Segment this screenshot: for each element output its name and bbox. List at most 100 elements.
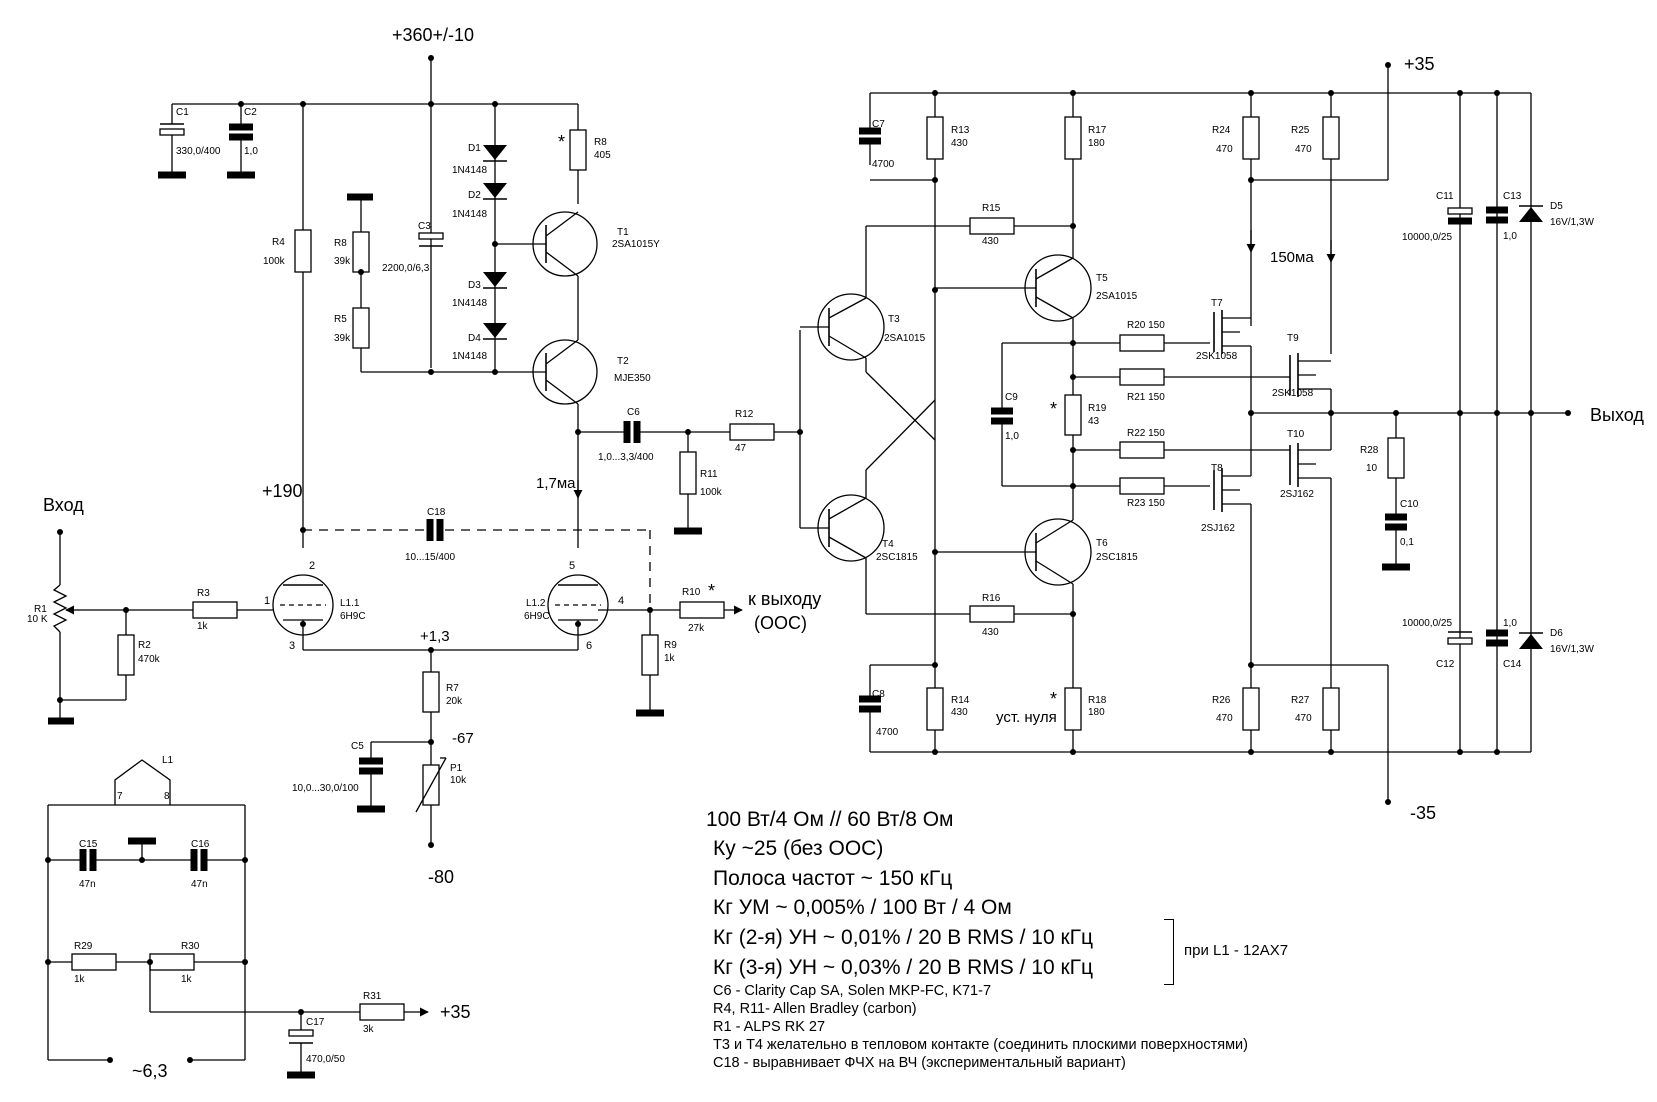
c9-label: C9 <box>1005 392 1018 403</box>
r3-label: R3 <box>197 588 210 599</box>
c16-label: C16 <box>191 839 210 850</box>
r27-label: R27 <box>1291 695 1310 706</box>
r24-value: 470 <box>1216 144 1233 155</box>
t10-label: T10 <box>1287 429 1305 440</box>
c10-value: 0,1 <box>1400 537 1414 548</box>
r26-value: 470 <box>1216 713 1233 724</box>
l11-label: L1.1 <box>340 598 360 609</box>
c3-label: C3 <box>418 221 431 232</box>
r8b-label: R8 <box>334 238 347 249</box>
t1-label: T1 <box>617 227 629 238</box>
p1-value: 10k <box>450 775 467 786</box>
pin-1: 1 <box>264 595 271 607</box>
c18-value: 10...15/400 <box>405 552 456 563</box>
c1-label: C1 <box>176 107 189 118</box>
r21-label: R21 150 <box>1127 392 1165 403</box>
r18-label: R18 <box>1088 695 1107 706</box>
r22-label: R22 150 <box>1127 428 1165 439</box>
r25-value: 470 <box>1295 144 1312 155</box>
c11-value: 10000,0/25 <box>1402 232 1453 243</box>
output-label: Выход <box>1590 405 1644 425</box>
spec-line-4: Кг УМ ~ 0,005% / 100 Вт / 4 Ом <box>713 896 1012 919</box>
t3-value: 2SA1015 <box>884 333 926 344</box>
r15-label: R15 <box>982 203 1001 214</box>
note-5: C18 - выравнивает ФЧХ на ВЧ (эксперимент… <box>713 1055 1126 1071</box>
r3-value: 1k <box>197 621 208 632</box>
r12-value: 47 <box>735 443 747 454</box>
r28-value: 10 <box>1366 463 1378 474</box>
r9-label: R9 <box>664 640 677 651</box>
c17-value: 470,0/50 <box>306 1054 345 1065</box>
spec-line-6: Кг (3-я) УН ~ 0,03% / 20 В RMS / 10 кГц <box>713 956 1094 979</box>
r4-label: R4 <box>272 237 285 248</box>
star-r19: * <box>1050 399 1058 419</box>
r2-label: R2 <box>138 640 151 651</box>
t5-value: 2SA1015 <box>1096 291 1138 302</box>
t9-value: 2SK1058 <box>1272 388 1314 399</box>
r10-value: 27k <box>688 623 705 634</box>
heater-plus35-label: +35 <box>440 1002 471 1022</box>
l12-label: L1.2 <box>526 598 546 609</box>
r25-label: R25 <box>1291 125 1310 136</box>
c10-label: C10 <box>1400 499 1419 510</box>
pin-4: 4 <box>618 595 625 607</box>
r19-label: R19 <box>1088 403 1107 414</box>
r7-value: 20k <box>446 696 463 707</box>
r1-label: R1 <box>34 604 47 615</box>
r17-label: R17 <box>1088 125 1107 136</box>
d1-value: 1N4148 <box>452 165 488 176</box>
heater-voltage-label: ~6,3 <box>132 1061 168 1081</box>
c2-value: 1,0 <box>244 146 258 157</box>
pin-6: 6 <box>586 640 593 652</box>
r26-label: R26 <box>1212 695 1231 706</box>
r19-value: 43 <box>1088 416 1100 427</box>
t7-value: 2SK1058 <box>1196 351 1238 362</box>
r8a-label: R8 <box>594 137 607 148</box>
r31-label: R31 <box>363 991 382 1002</box>
note-1: C6 - Clarity Cap SA, Solen MKP-FC, K71-7 <box>713 983 992 999</box>
c13-value: 1,0 <box>1503 231 1517 242</box>
d1-label: D1 <box>468 143 481 154</box>
r15-value: 430 <box>982 236 999 247</box>
c5-label: C5 <box>351 741 364 752</box>
c6-label: C6 <box>627 407 640 418</box>
r29-value: 1k <box>74 974 85 985</box>
l11-value: 6Н9С <box>340 611 366 622</box>
spec-bracket <box>1164 919 1174 985</box>
r5-label: R5 <box>334 314 347 325</box>
d2-label: D2 <box>468 190 481 201</box>
c5-value: 10,0...30,0/100 <box>292 783 359 794</box>
r30-value: 1k <box>181 974 192 985</box>
l12-value: 6Н9С <box>524 611 550 622</box>
r4-value: 100k <box>263 256 285 267</box>
t5-label: T5 <box>1096 273 1108 284</box>
r28-label: R28 <box>1360 445 1379 456</box>
zero-adjust-label: уст. нуля <box>996 709 1057 726</box>
quiescent-current-label: 150ма <box>1270 249 1314 266</box>
t4-label: T4 <box>882 539 894 550</box>
r14-value: 430 <box>951 707 968 718</box>
star-r10: * <box>708 581 716 601</box>
c7-label: C7 <box>872 119 885 130</box>
r14-label: R14 <box>951 695 970 706</box>
r20-label: R20 150 <box>1127 320 1165 331</box>
c9-value: 1,0 <box>1005 431 1019 442</box>
r7-label: R7 <box>446 683 459 694</box>
c12-label: C12 <box>1436 659 1455 670</box>
d4-label: D4 <box>468 333 481 344</box>
t1-value: 2SA1015Y <box>612 239 660 250</box>
spec-line-1: 100 Вт/4 Ом // 60 Вт/8 Ом <box>706 808 954 831</box>
r29-label: R29 <box>74 941 93 952</box>
spec-bracket-note: при L1 - 12AX7 <box>1184 942 1289 959</box>
d5-label: D5 <box>1550 201 1563 212</box>
c18-label: C18 <box>427 507 446 518</box>
r16-label: R16 <box>982 593 1001 604</box>
minus67-label: -67 <box>452 730 474 747</box>
star-r18: * <box>1050 689 1058 709</box>
c14-value: 1,0 <box>1503 618 1517 629</box>
spec-line-2: Ку ~25 (без ООС) <box>713 837 884 860</box>
star-r8: * <box>558 132 566 152</box>
r8a-value: 405 <box>594 150 611 161</box>
r9-value: 1k <box>664 653 675 664</box>
